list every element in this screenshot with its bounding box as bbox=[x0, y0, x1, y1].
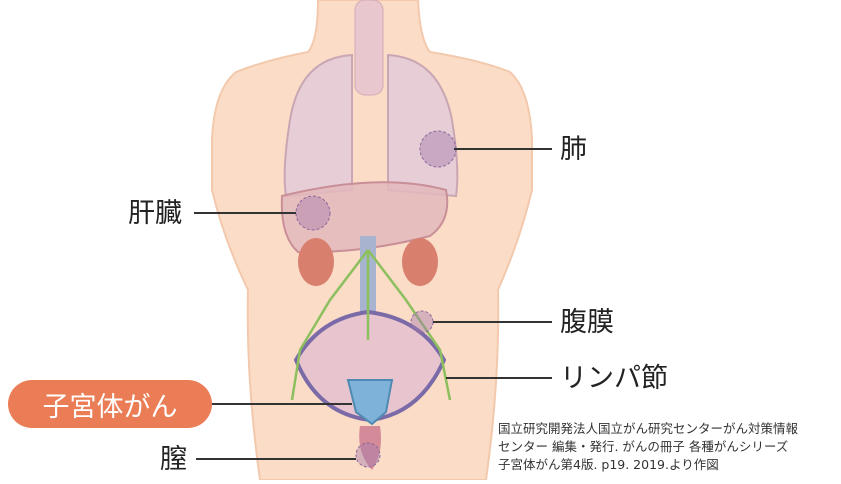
vagina-label: 膣 bbox=[160, 446, 187, 473]
source-credit: 国立研究開発法人国立がん研究センターがん対策情報 センター 編集・発行. がんの… bbox=[498, 420, 838, 478]
credit-line: 子宮体がん第4版. p19. 2019.より作図 bbox=[498, 456, 838, 474]
right-kidney bbox=[402, 238, 438, 286]
credit-line: 国立研究開発法人国立がん研究センターがん対策情報 bbox=[498, 420, 838, 438]
liver-label: 肝臓 bbox=[128, 200, 182, 227]
credit-line: センター 編集・発行. がんの冊子 各種がんシリーズ bbox=[498, 438, 838, 456]
trachea bbox=[355, 0, 383, 95]
liver-metastasis-circle bbox=[296, 196, 330, 230]
uterine-cancer-label: 子宮体がん bbox=[8, 380, 212, 428]
lymph-node-label: リンパ節 bbox=[560, 365, 668, 392]
peritoneum-metastasis-circle bbox=[411, 311, 433, 333]
vagina-metastasis-circle bbox=[356, 443, 380, 467]
peritoneum-label: 腹膜 bbox=[560, 309, 614, 336]
lung-label: 肺 bbox=[560, 136, 587, 163]
left-kidney bbox=[298, 238, 334, 286]
lung-metastasis-circle bbox=[420, 131, 456, 167]
